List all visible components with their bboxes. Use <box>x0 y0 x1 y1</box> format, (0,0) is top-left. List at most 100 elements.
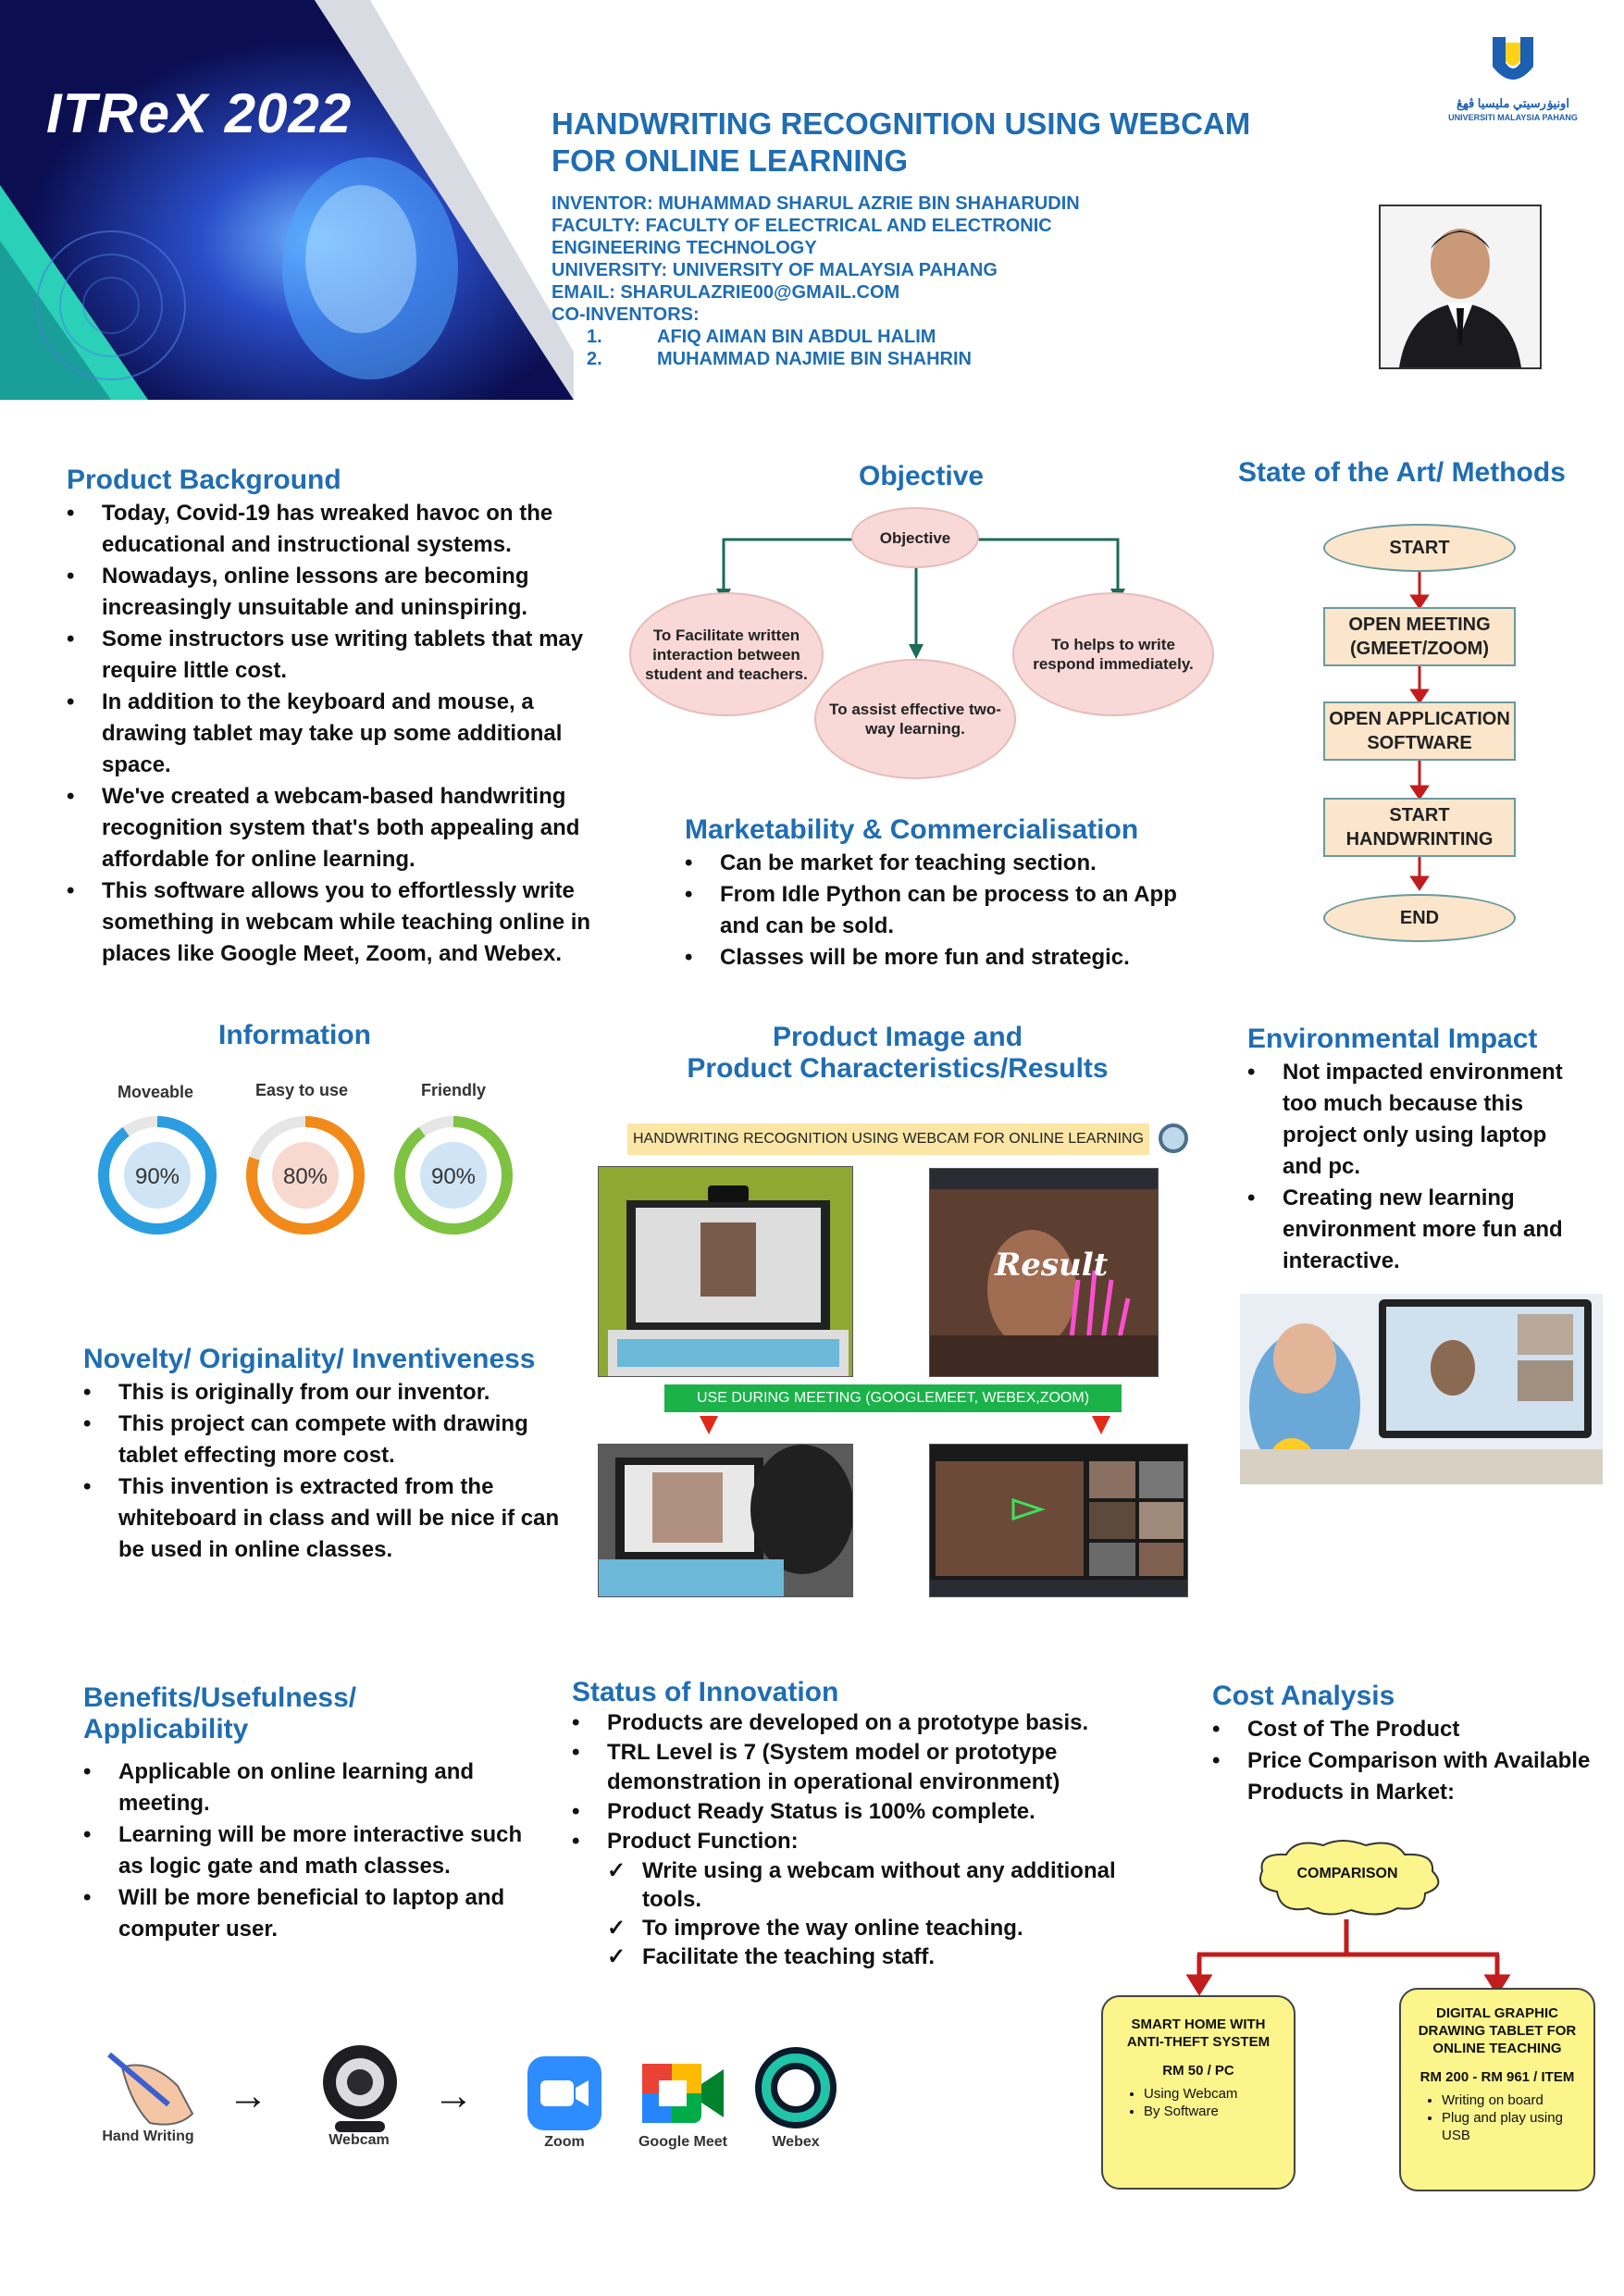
gauge-value: 80% <box>283 1164 328 1189</box>
ump-shield-icon <box>1493 37 1533 80</box>
background-list: Today, Covid-19 has wreaked havoc on the… <box>67 498 622 970</box>
environment-item: Creating new learning environment more f… <box>1247 1183 1581 1277</box>
result-text: Result <box>995 1247 1109 1284</box>
benefits-item: Will be more beneficial to laptop and co… <box>83 1882 527 1945</box>
gauge-arc <box>246 1116 365 1235</box>
ump-arabic: اونيۏرسيتي مليسيا ڤهڠ <box>1457 96 1569 110</box>
inventor-block: INVENTOR: MUHAMMAD SHARUL AZRIE BIN SHAH… <box>552 192 1080 370</box>
pipeline-arrow-2: → <box>433 2073 474 2118</box>
environment-item: Not impacted environment too much becaus… <box>1247 1057 1581 1183</box>
inventor-photo <box>1379 205 1542 369</box>
background-item: Today, Covid-19 has wreaked havoc on the… <box>67 498 622 561</box>
cost-right-price: RM 200 - RM 961 / ITEM <box>1419 2069 1575 2085</box>
webex-icon <box>755 2047 837 2128</box>
product-heading: Product Image and Product Characteristic… <box>648 1022 1147 1085</box>
background-item: In addition to the keyboard and mouse, a… <box>67 687 622 781</box>
comparison-cloud: COMPARISON <box>1296 1866 1398 1881</box>
product-heading-line2: Product Characteristics/Results <box>687 1053 1109 1084</box>
ump-logo: اونيۏرسيتي مليسيا ڤهڠ UNIVERSITI MALAYSI… <box>1444 35 1582 128</box>
poster-title-line1: HANDWRITING RECOGNITION USING WEBCAM <box>552 106 1251 141</box>
gauge-label-moveable: Moveable <box>117 1083 194 1101</box>
market-heading: Marketability & Commercialisation <box>685 814 1139 845</box>
cost-box-right: DIGITAL GRAPHIC DRAWING TABLET FOR ONLIN… <box>1399 1988 1595 2191</box>
background-item: Some instructors use writing tablets tha… <box>67 624 622 687</box>
university: UNIVERSITY: UNIVERSITY OF MALAYSIA PAHAN… <box>552 260 998 280</box>
flow-start-handwriting: START HANDWRINTING <box>1323 798 1516 857</box>
status-list: Products are developed on a prototype ba… <box>572 1708 1164 1971</box>
gauge-inner <box>272 1142 339 1209</box>
benefits-item: Applicable on online learning and meetin… <box>83 1756 527 1819</box>
cost-heading: Cost Analysis <box>1212 1681 1395 1711</box>
flow-start: START <box>1323 524 1516 572</box>
information-heading: Information <box>218 1020 371 1050</box>
meeting-arrows <box>700 1416 1110 1434</box>
photo-laptop-webcam <box>598 1166 853 1377</box>
cost-left-point: By Software <box>1144 2103 1284 2120</box>
photo-online-class <box>1240 1294 1603 1484</box>
pipeline-label-webex: Webex <box>772 2134 820 2150</box>
novelty-item: This invention is extracted from the whi… <box>83 1471 564 1566</box>
status-item: TRL Level is 7 (System model or prototyp… <box>572 1738 1164 1797</box>
status-item: Product Ready Status is 100% complete. <box>572 1797 1164 1827</box>
environment-heading: Environmental Impact <box>1247 1024 1538 1054</box>
cost-right-point: Writing on board <box>1442 2091 1584 2109</box>
novelty-item: This is originally from our inventor. <box>83 1377 564 1409</box>
cost-left-price: RM 50 / PC <box>1162 2063 1234 2079</box>
status-function: Write using a webcam without any additio… <box>607 1856 1164 1914</box>
state-arrows <box>1409 570 1430 891</box>
state-heading: State of the Art/ Methods <box>1238 457 1566 488</box>
info-gauges: 90%80%90% <box>98 1116 513 1235</box>
flow-open-application: OPEN APPLICATION SOFTWARE <box>1323 701 1516 761</box>
benefits-heading: Benefits/Usefulness/ Applicability <box>83 1682 356 1745</box>
faculty-line2: ENGINEERING TECHNOLOGY <box>552 238 817 258</box>
photo-result: Result <box>929 1168 1159 1377</box>
objective-left: To Facilitate written interaction betwee… <box>629 592 824 716</box>
cost-item: Price Comparison with Available Products… <box>1212 1745 1601 1808</box>
pipeline-label-google-meet: Google Meet <box>638 2134 727 2150</box>
cost-right-title: DIGITAL GRAPHIC DRAWING TABLET FOR ONLIN… <box>1418 2005 1577 2056</box>
product-heading-line1: Product Image and <box>772 1022 1023 1052</box>
gauge-arc <box>98 1116 217 1235</box>
co-inventors-label: CO-INVENTORS: <box>552 304 700 325</box>
objective-middle: To assist effective two-way learning. <box>814 659 1016 779</box>
objective-heading: Objective <box>859 461 985 491</box>
objective-center: Objective <box>851 507 979 568</box>
gauge-value: 90% <box>135 1164 180 1189</box>
status-function: To improve the way online teaching. <box>607 1914 1164 1942</box>
webcam-small-icon <box>1159 1123 1188 1153</box>
cost-right-point: Plug and play using USB <box>1442 2109 1584 2144</box>
background-heading: Product Background <box>67 465 341 495</box>
photo-meeting-laptop <box>598 1444 853 1597</box>
status-heading: Status of Innovation <box>572 1677 839 1707</box>
cost-box-left: SMART HOME WITH ANTI-THEFT SYSTEM RM 50 … <box>1101 1995 1295 2190</box>
cost-connectors <box>1185 1919 1511 1996</box>
flow-open-meeting: OPEN MEETING (GMEET/ZOOM) <box>1323 607 1516 666</box>
cost-list: Cost of The Product Price Comparison wit… <box>1212 1714 1601 1808</box>
gauge-label-friendly: Friendly <box>420 1081 486 1099</box>
background-item: We've created a webcam-based handwriting… <box>67 781 622 875</box>
co-inventor-2: 2.MUHAMMAD NAJMIE BIN SHAHRIN <box>587 349 972 369</box>
cost-item: Cost of The Product <box>1212 1714 1601 1745</box>
poster-title-line2: FOR ONLINE LEARNING <box>552 143 908 178</box>
gauge-arc <box>394 1116 513 1235</box>
faculty-line1: FACULTY: FACULTY OF ELECTRICAL AND ELECT… <box>552 216 1052 236</box>
comparison-cloud-shape <box>1259 1840 1440 1916</box>
market-item: Classes will be more fun and strategic. <box>685 942 1203 974</box>
status-item: Product Function: <box>572 1827 1164 1856</box>
pipeline-label-webcam: Webcam <box>329 2132 390 2148</box>
product-strip-title: HANDWRITING RECOGNITION USING WEBCAM FOR… <box>627 1123 1149 1155</box>
status-function: Facilitate the teaching staff. <box>607 1942 1164 1971</box>
header-banner: ITReX 2022 <box>0 0 574 400</box>
benefits-heading-line1: Benefits/Usefulness/ <box>83 1682 357 1713</box>
zoom-icon <box>527 2056 601 2130</box>
gauge-label-easy: Easy to use <box>254 1081 349 1099</box>
novelty-list: This is originally from our inventor. Th… <box>83 1377 564 1566</box>
banner-graphic <box>0 0 574 400</box>
background-item: This software allows you to effortlessly… <box>67 875 622 970</box>
market-item: From Idle Python can be process to an Ap… <box>685 879 1203 942</box>
co-inventor-1: 1.AFIQ AIMAN BIN ABDUL HALIM <box>587 327 936 347</box>
pipeline-arrow: → <box>228 2073 268 2118</box>
novelty-heading: Novelty/ Originality/ Inventiveness <box>83 1344 536 1374</box>
benefits-list: Applicable on online learning and meetin… <box>83 1756 527 1945</box>
status-item: Products are developed on a prototype ba… <box>572 1708 1164 1738</box>
